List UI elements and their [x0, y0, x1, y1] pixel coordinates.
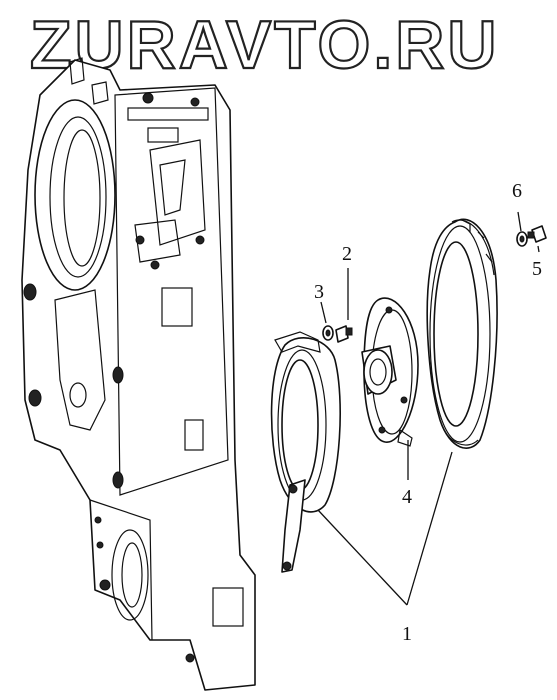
washer-part-6 [516, 231, 528, 247]
ring-gear [426, 218, 498, 449]
bearing-cover-with-arm [270, 331, 341, 573]
callout-4: 4 [402, 486, 412, 508]
transmission-housing [21, 57, 256, 691]
callout-5: 5 [532, 258, 542, 280]
bolt-part-2 [335, 325, 353, 343]
callout-2: 2 [342, 243, 352, 265]
callout-6: 6 [512, 180, 522, 202]
callout-3: 3 [314, 281, 324, 303]
callout-labels: 1 2 3 4 5 6 [314, 180, 542, 645]
callout-1: 1 [402, 623, 412, 645]
washer-part-3 [322, 325, 334, 341]
screw-part-5 [527, 225, 547, 243]
hub-flange-part-4 [361, 297, 419, 447]
leader-lines [317, 211, 540, 606]
